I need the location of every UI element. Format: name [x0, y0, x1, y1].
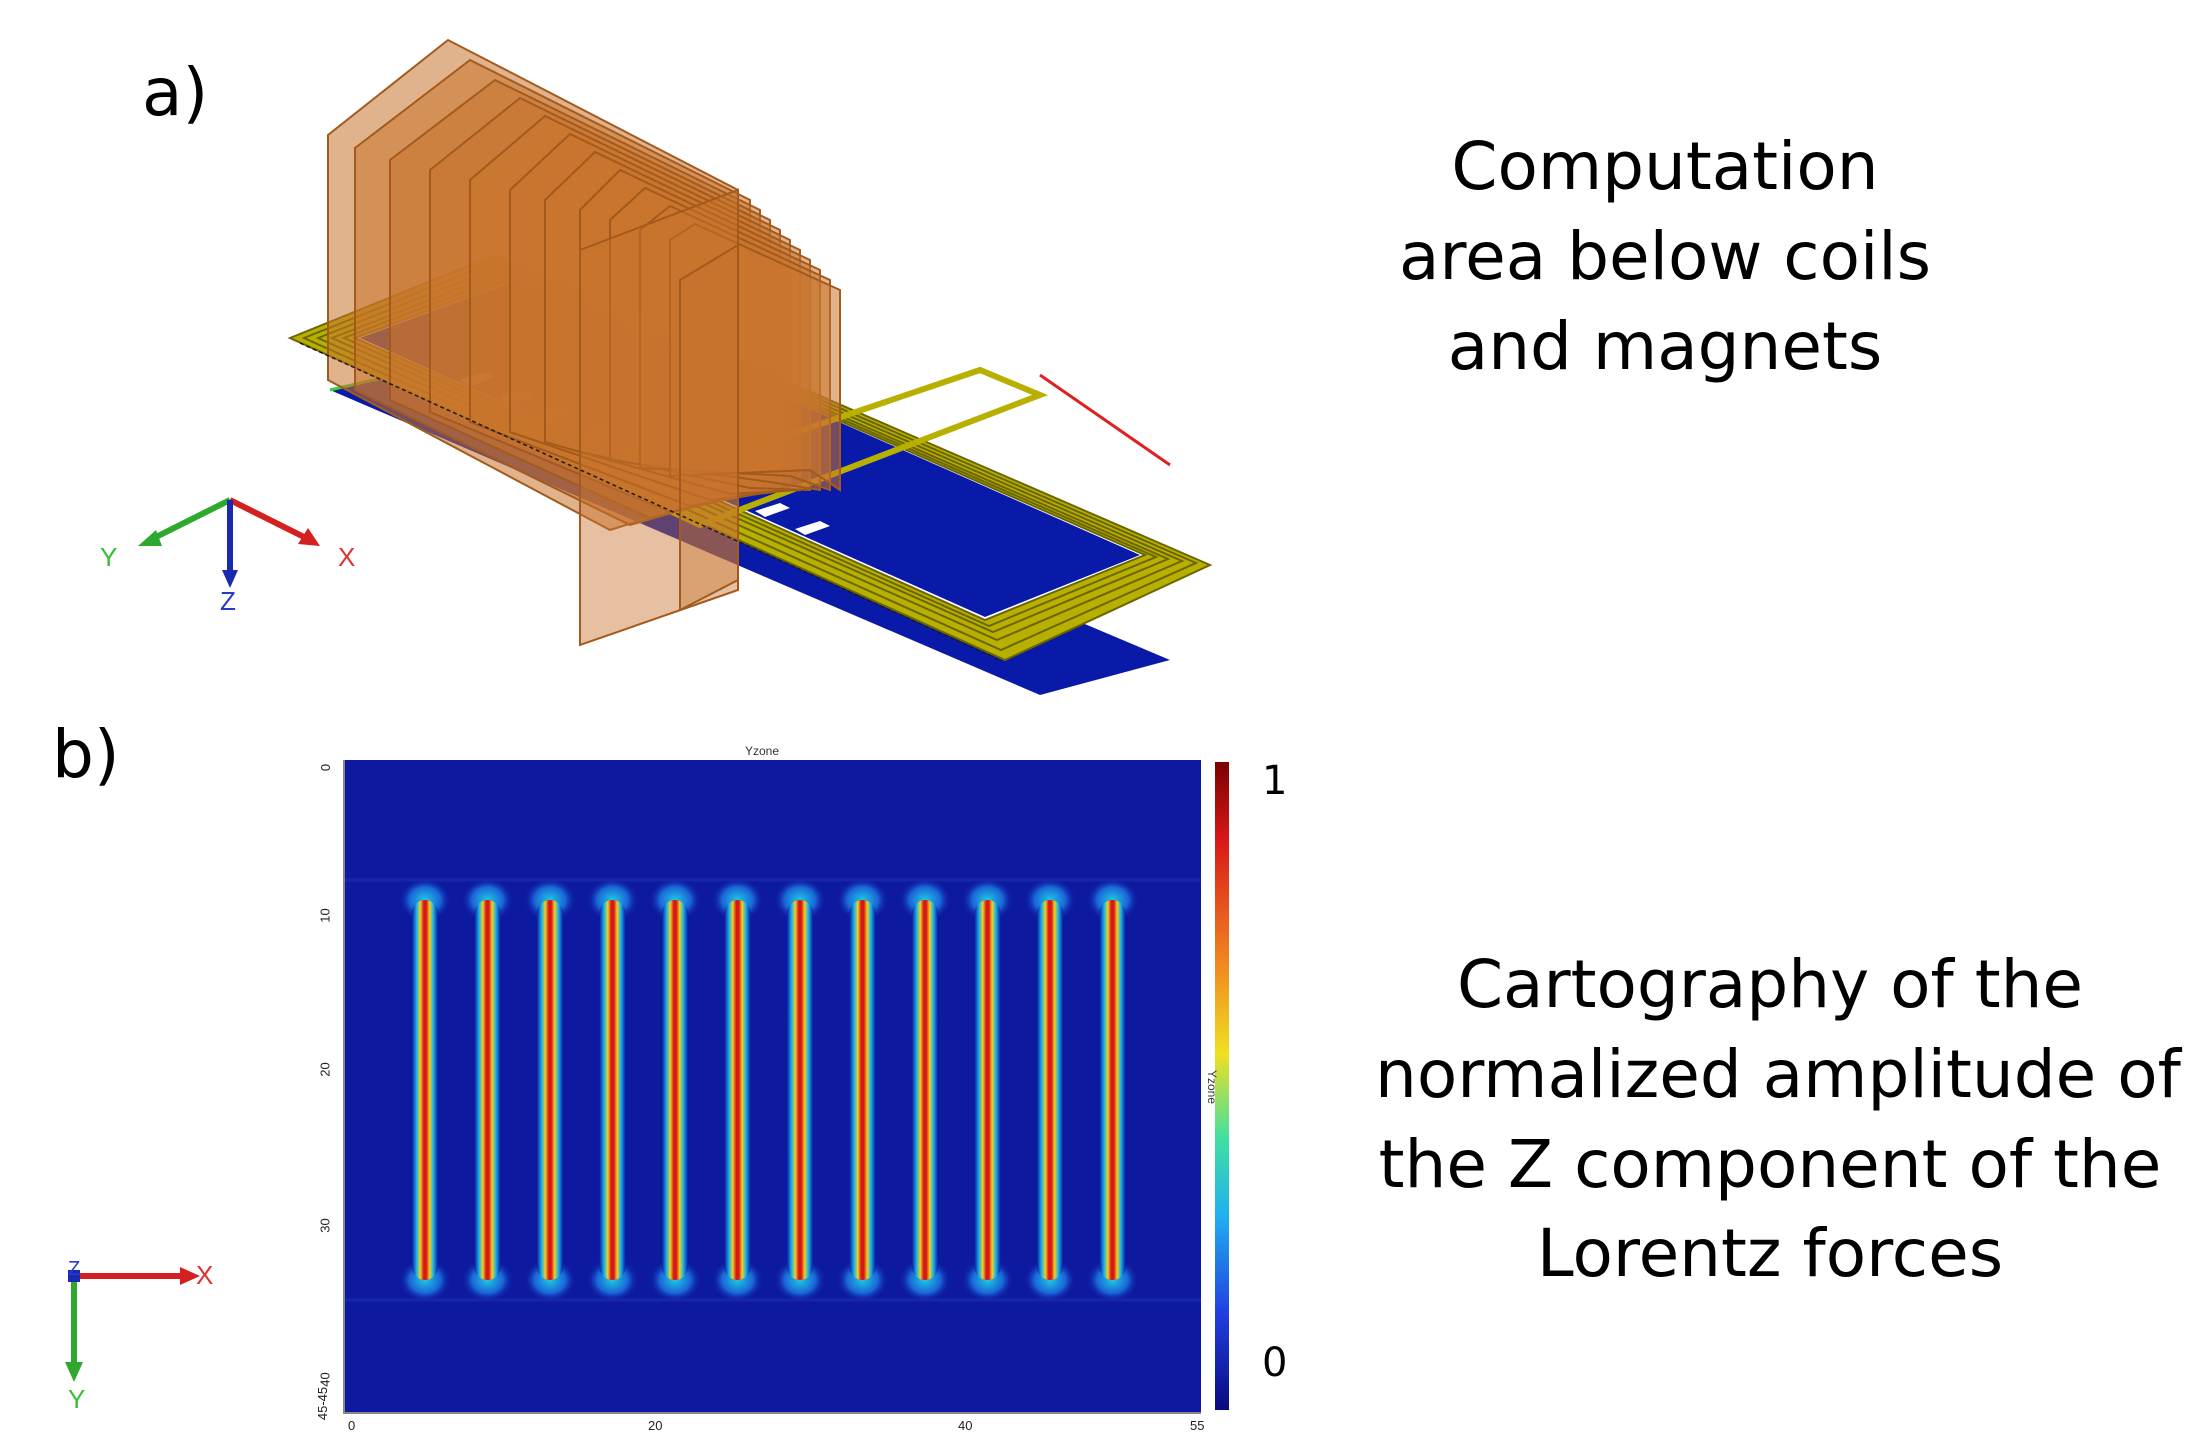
- force-stripe: [537, 900, 563, 1280]
- panel-a-caption-line-2: area below coils: [1398, 217, 1932, 295]
- force-stripe: [474, 900, 501, 1280]
- force-stripe: [724, 900, 751, 1280]
- plot-title: Yzone: [745, 744, 780, 758]
- colorbar-max-label: 1: [1262, 758, 1288, 804]
- panel-a-z-label: Z: [220, 586, 236, 616]
- panel-a-caption-line-3: and magnets: [1447, 307, 1883, 385]
- force-stripe: [912, 900, 938, 1280]
- panel-a-caption: Computation area below coils and magnets: [1385, 122, 1945, 391]
- magnet-stack: [327, 38, 841, 532]
- y-tick: 45-45: [315, 1386, 331, 1421]
- y-tick: 30: [317, 1218, 333, 1233]
- force-stripe: [787, 900, 813, 1280]
- panel-a-3d-model: [287, 38, 1213, 695]
- force-stripe: [849, 900, 876, 1280]
- panel-a-label: a): [142, 54, 209, 131]
- y-tick: 0: [318, 763, 334, 772]
- y-axis-line: [343, 760, 345, 1414]
- y-tick: 20: [317, 1062, 333, 1077]
- colorbar-side-label: Yzone: [1205, 1069, 1220, 1105]
- panel-a-axis-triad: [138, 497, 320, 588]
- colorbar: [1215, 762, 1229, 1410]
- panel-b-z-label: Z: [68, 1258, 81, 1280]
- stripe-group: [399, 878, 1139, 1302]
- panel-b-caption-line-2: normalized amplitude of: [1375, 1035, 2181, 1113]
- x-tick: 0: [348, 1418, 356, 1433]
- x-tick: 40: [958, 1418, 973, 1433]
- panel-b-caption-line-4: Lorentz forces: [1536, 1215, 2004, 1293]
- force-stripe: [1037, 900, 1063, 1280]
- panel-a-y-label: Y: [100, 542, 118, 572]
- force-stripe: [412, 900, 438, 1280]
- force-stripe: [599, 900, 626, 1280]
- x-axis-line: [345, 1412, 1201, 1414]
- magnet-front-face: [579, 188, 739, 647]
- panel-b-caption-line-3: the Z component of the: [1378, 1125, 2162, 1203]
- panel-a-caption-line-1: Computation: [1451, 128, 1879, 205]
- force-stripe: [662, 900, 688, 1280]
- force-stripe: [1099, 900, 1126, 1280]
- panel-b-caption: Cartography of the normalized amplitude …: [1375, 940, 2181, 1299]
- y-tick: 10: [317, 908, 333, 923]
- panel-b-caption-line-1: Cartography of the: [1456, 946, 2084, 1023]
- field-heatmap: [345, 760, 1201, 1412]
- panel-a-x-label: X: [338, 542, 356, 572]
- red-edge: [1039, 373, 1171, 467]
- x-tick: 20: [648, 1418, 663, 1433]
- panel-b-x-label: X: [196, 1260, 214, 1290]
- force-stripe: [974, 900, 1001, 1280]
- panel-b-label: b): [52, 716, 120, 793]
- panel-b-axis-triad: [65, 1267, 200, 1382]
- colorbar-min-label: 0: [1262, 1340, 1288, 1386]
- y-tick: 40: [317, 1372, 333, 1387]
- panel-b-y-label: Y: [68, 1384, 86, 1414]
- x-tick: 55: [1190, 1418, 1205, 1433]
